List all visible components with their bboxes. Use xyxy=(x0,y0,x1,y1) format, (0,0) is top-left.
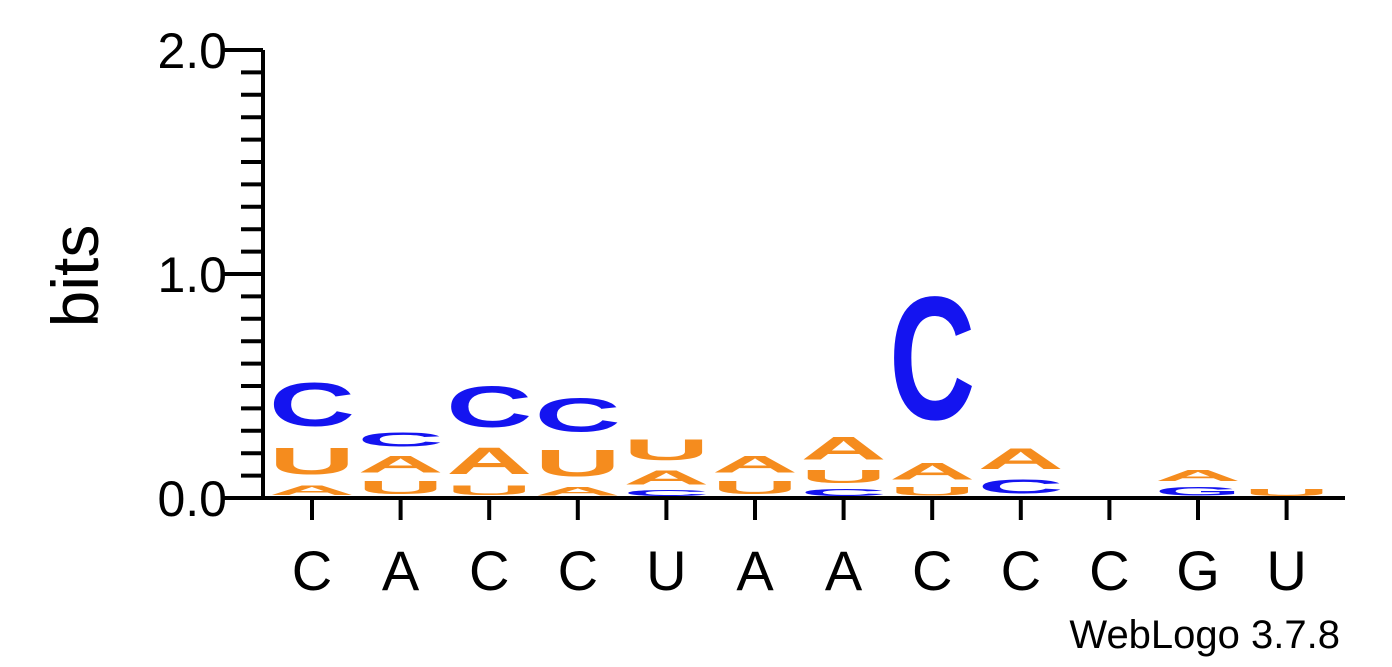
logo-letter-a: A xyxy=(269,482,355,498)
y-tick-label: 0.0 xyxy=(157,471,227,527)
logo-letter-u: U xyxy=(535,442,621,485)
logo-letter-a: A xyxy=(623,467,709,489)
logo-letter-u: U xyxy=(446,482,532,498)
y-tick-label: 1.0 xyxy=(157,247,227,303)
x-tick-label: C xyxy=(1089,539,1129,602)
x-tick-label: A xyxy=(736,539,774,602)
y-tick-label: 2.0 xyxy=(157,23,227,79)
x-tick-label: C xyxy=(292,539,332,602)
x-tick-label: C xyxy=(558,539,598,602)
logo-letter-a: A xyxy=(889,458,975,485)
logo-letter-a: A xyxy=(358,451,444,478)
logo-letter-a: A xyxy=(446,440,532,483)
logo-letter-c: C xyxy=(623,489,709,498)
logo-letter-u: U xyxy=(801,467,887,487)
logo-letter-u: U xyxy=(358,478,444,498)
logo-letter-u: U xyxy=(712,478,798,498)
logo-letter-a: A xyxy=(712,451,798,478)
y-axis-title: bits xyxy=(38,225,112,328)
x-tick-label: G xyxy=(1176,539,1220,602)
x-tick-label: U xyxy=(646,539,686,602)
logo-letter-c: C xyxy=(889,260,975,457)
logo-letter-g: G xyxy=(1155,485,1241,498)
logo-letter-c: C xyxy=(978,476,1064,498)
logo-letter-a: A xyxy=(535,484,621,497)
logo-letter-a: A xyxy=(978,442,1064,476)
logo-letter-c: C xyxy=(535,389,621,442)
x-tick-label: A xyxy=(825,539,863,602)
logo-letter-c: C xyxy=(269,371,355,440)
logo-letter-a: A xyxy=(1155,467,1241,485)
logo-letter-u: U xyxy=(889,484,975,497)
x-tick-label: C xyxy=(469,539,509,602)
x-tick-label: C xyxy=(912,539,952,602)
logo-letter-u: U xyxy=(269,440,355,483)
logo-letter-c: C xyxy=(446,374,532,439)
x-tick-label: U xyxy=(1266,539,1306,602)
logo-letter-a: A xyxy=(801,431,887,467)
logo-letter-u: U xyxy=(623,433,709,467)
logo-letter-c: C xyxy=(358,429,444,451)
y-axis: 0.0 1.0 2.0 xyxy=(157,23,265,527)
x-tick-label: A xyxy=(382,539,420,602)
logo-letter-c: C xyxy=(801,487,887,498)
weblogo-credit: WebLogo 3.7.8 xyxy=(1069,613,1340,657)
x-tick-label: C xyxy=(1001,539,1041,602)
logo-letter-u: U xyxy=(1244,487,1330,498)
